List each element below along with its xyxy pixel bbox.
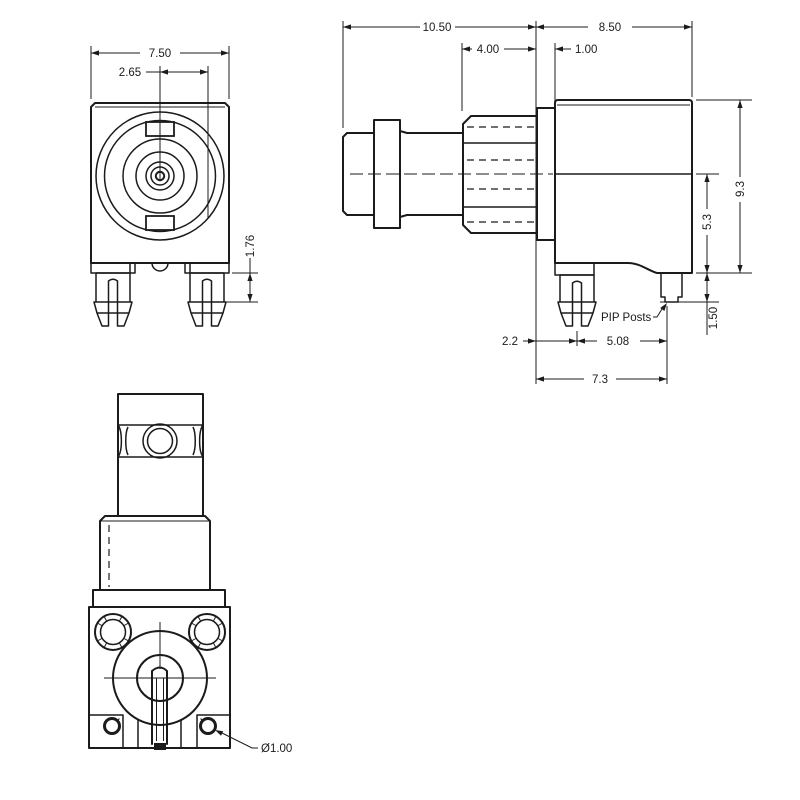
dim-side-front-to-leg: 2.2 — [502, 336, 518, 348]
bottom-view: Ø1.00 — [88, 393, 292, 755]
front-view: 7.50 2.65 1.76 — [90, 46, 258, 327]
bayonet-stud-inner — [146, 427, 174, 455]
leg-top-right — [188, 613, 226, 651]
pip-post-hole-right — [199, 717, 217, 735]
side-barrel — [342, 130, 464, 218]
dim-side-front-to-post: 7.3 — [592, 374, 608, 386]
side-dimension-arrows — [343, 24, 743, 382]
front-leg-right — [187, 272, 227, 327]
leg-top-left — [94, 613, 132, 651]
dim-side-body-height: 9.3 — [735, 181, 747, 197]
bottom-flange-plate — [92, 589, 226, 608]
bottom-corner-notches — [89, 714, 230, 748]
front-leg-left — [93, 272, 133, 327]
side-body-outline — [554, 99, 693, 274]
label-pip-posts: PIP Posts — [601, 312, 652, 324]
bottom-knurl — [99, 515, 211, 591]
bottom-channel-walls — [137, 719, 182, 748]
dim-front-bayonet-offset: 2.65 — [119, 67, 141, 79]
diameter-leader — [219, 731, 258, 749]
dim-side-knurl-length: 4.00 — [477, 44, 499, 56]
side-leg — [557, 274, 597, 327]
bottom-crosshair — [104, 622, 216, 679]
bottom-barrel — [117, 393, 204, 517]
bottom-pin-edges — [156, 678, 164, 741]
dim-side-body-length: 8.50 — [599, 22, 621, 34]
post-hole-ticks — [116, 718, 204, 722]
bayonet-stud-outer — [142, 423, 178, 459]
side-flange-tab — [554, 263, 595, 276]
diameter-leader-arrow — [215, 730, 224, 736]
dim-side-axis-height: 5.3 — [702, 214, 714, 230]
side-knurl-flats — [463, 142, 537, 208]
bottom-pin-slot — [151, 666, 168, 745]
front-dimension-arrows — [91, 50, 253, 302]
pip-post-hole-left — [103, 717, 121, 735]
side-view: 10.50 8.50 4.00 1.00 9.3 5.3 1.50 2.2 5.… — [342, 21, 752, 386]
side-dimension-lines — [343, 26, 741, 380]
dim-side-overall-length: 10.50 — [423, 22, 452, 34]
dim-side-leg-to-post: 5.08 — [607, 336, 629, 348]
dim-side-flange-width: 1.00 — [575, 44, 597, 56]
dim-front-leg-shoulder: 1.76 — [245, 235, 257, 257]
dim-side-post-height: 1.50 — [708, 307, 720, 329]
front-center-bump — [151, 262, 169, 272]
bayonet-lug-bottom — [145, 215, 175, 231]
side-extension-lines — [342, 21, 752, 384]
pip-posts-leader-arrow — [660, 303, 667, 311]
pip-posts-leader — [653, 308, 663, 318]
bottom-pin-tip — [154, 743, 166, 750]
front-dimension-lines — [91, 52, 251, 302]
dim-post-diameter: Ø1.00 — [261, 743, 292, 755]
dim-front-overall-width: 7.50 — [149, 48, 171, 60]
front-extension-lines — [90, 46, 258, 303]
bottom-bayonet-band — [117, 424, 204, 458]
side-pip-post — [660, 273, 683, 303]
